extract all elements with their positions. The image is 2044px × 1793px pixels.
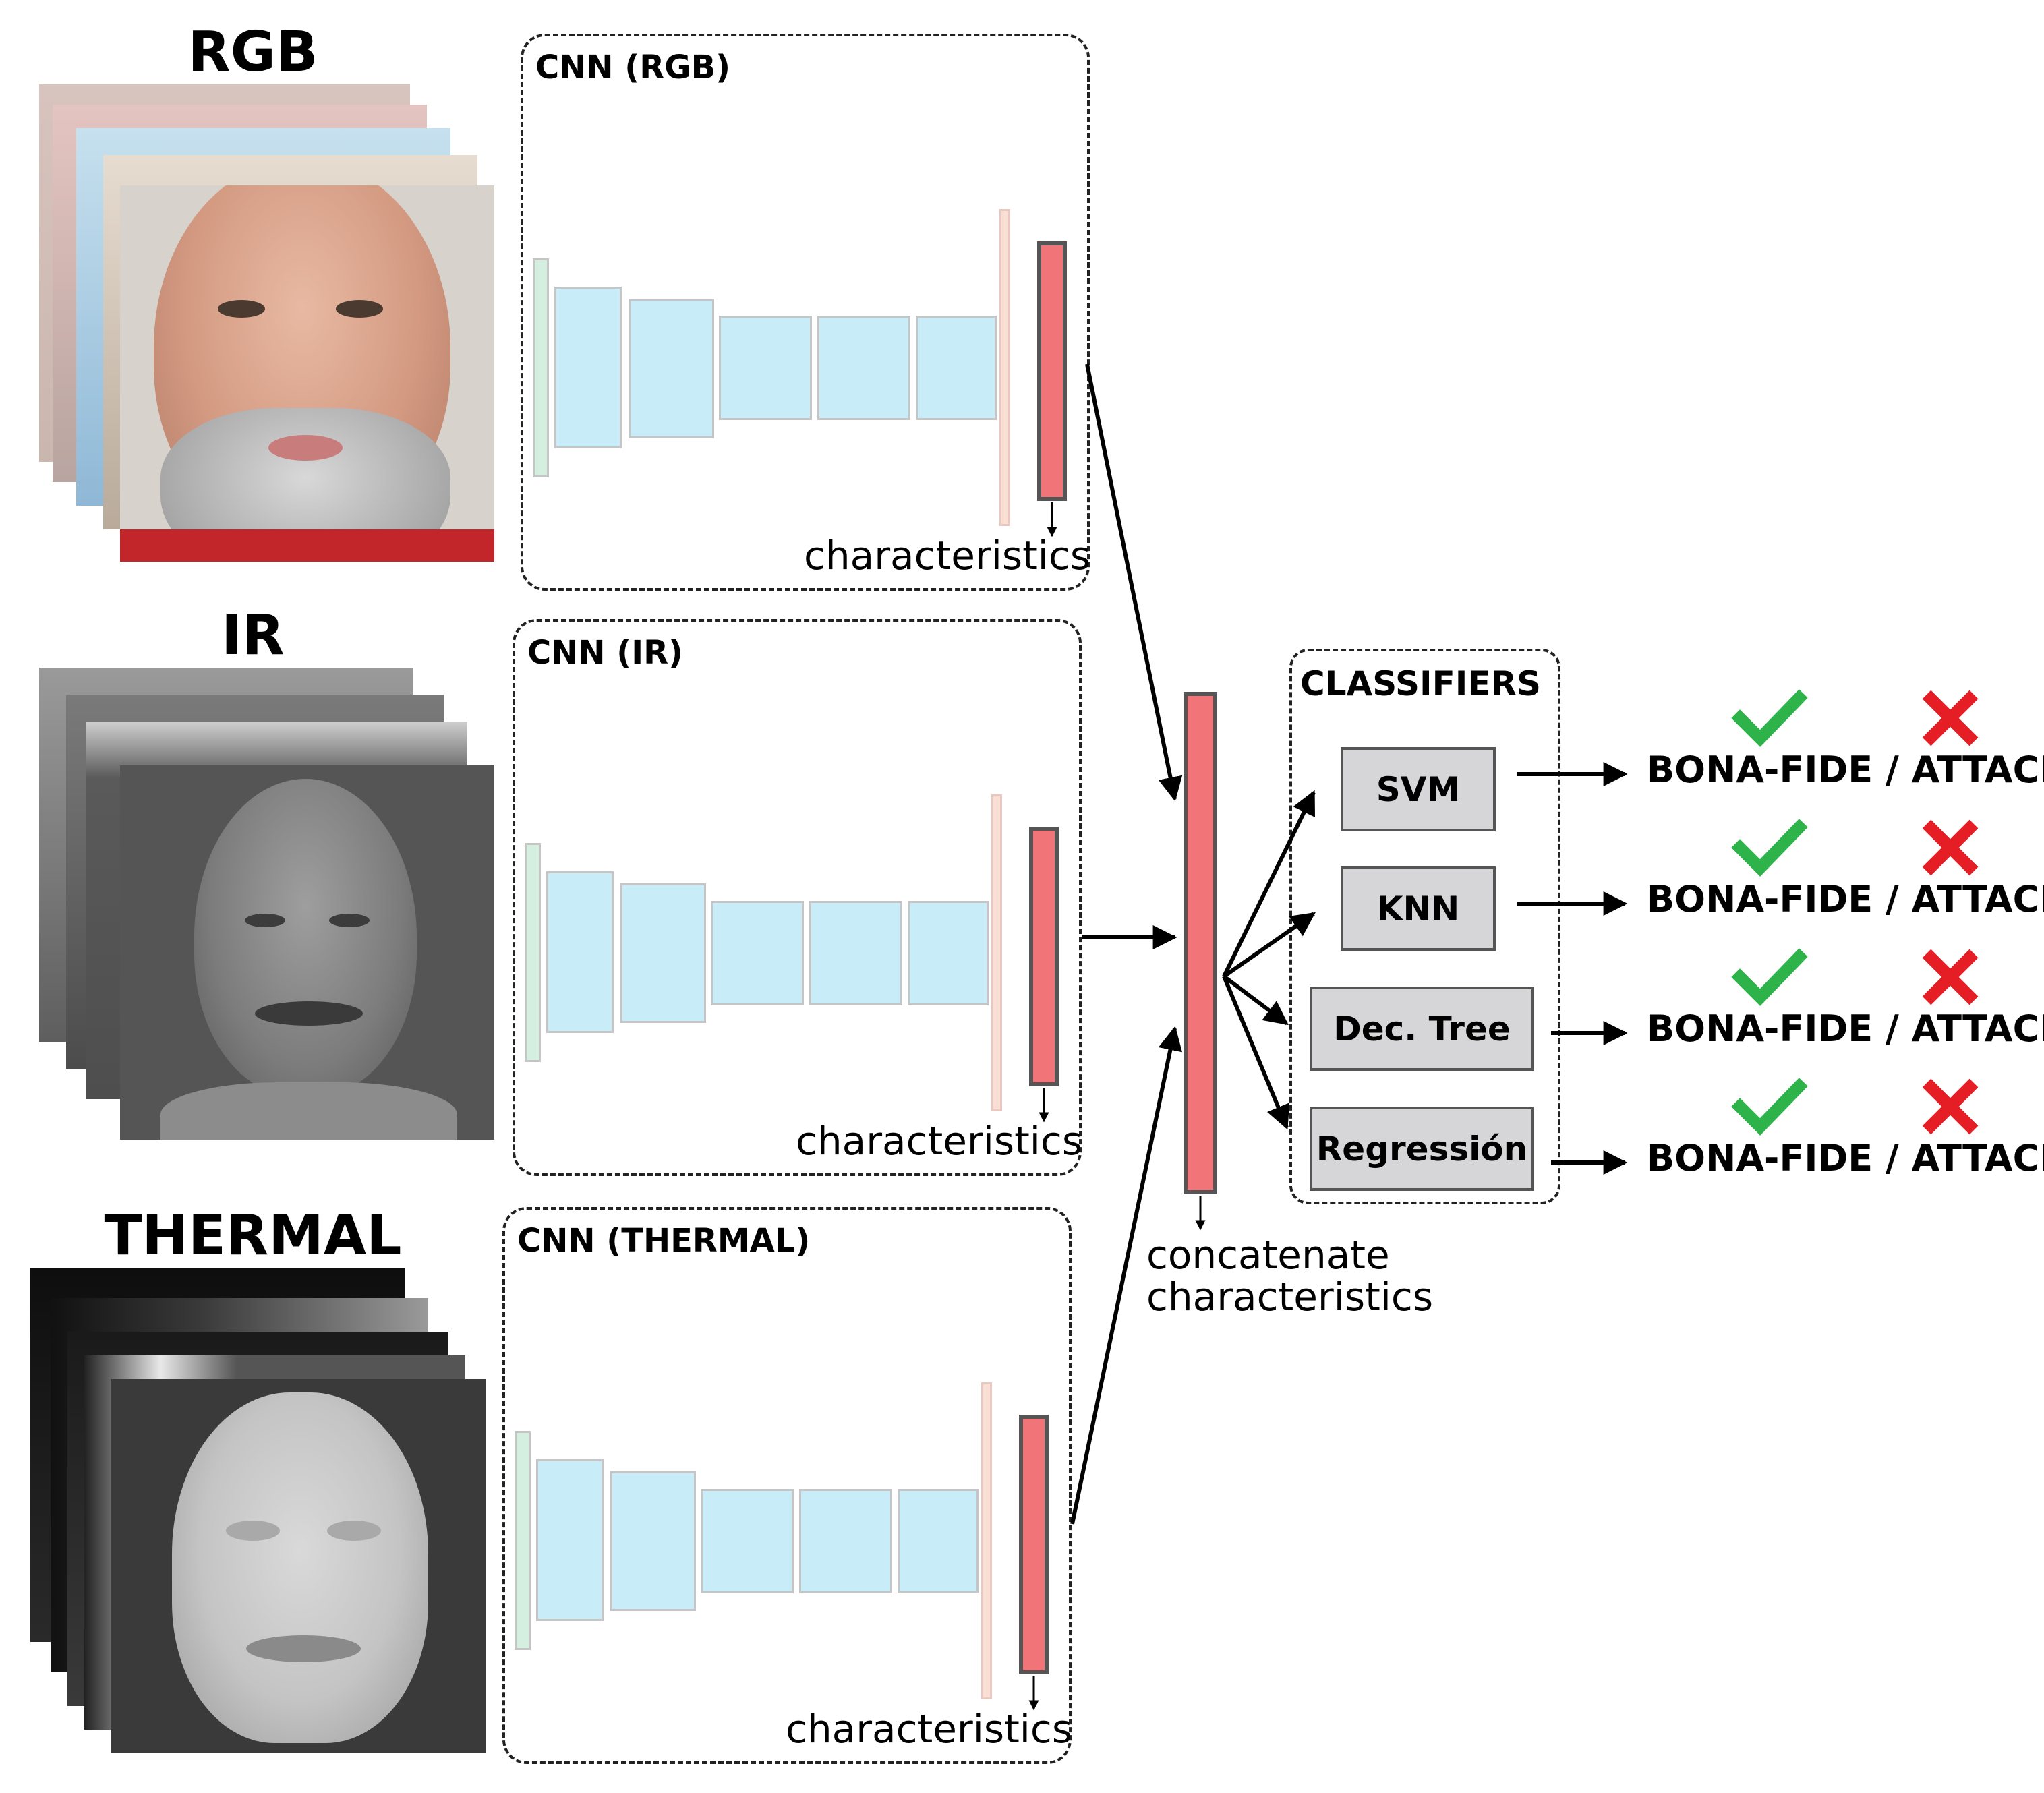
ir-face-image [120,765,494,1140]
cnn-ir-pool-layer [991,794,1002,1111]
cnn-rgb-feature-vector [1037,241,1067,501]
cnn-rgb-input-layer [533,258,549,477]
cnn-thermal-pool-layer [981,1382,992,1699]
modality-title-rgb: RGB [187,20,318,84]
cnn-ir-box: CNN (IR) [513,619,1082,1176]
cross-icon [1922,690,1979,746]
cnn-ir-conv-block [908,901,989,1005]
cnn-ir-conv-block [809,901,902,1005]
cnn-thermal-input-layer [515,1431,531,1650]
output-label-regression: BONA-FIDE / ATTACK [1647,1137,2044,1179]
cnn-thermal-conv-block [799,1489,892,1593]
cnn-ir-conv-block [546,871,614,1033]
modality-title-ir: IR [221,604,285,668]
checkmark-icon [1731,819,1808,877]
arrow-concat-to-regression [1222,975,1290,1130]
concatenate-label: concatenate characteristics [1146,1234,1433,1318]
characteristics-label-ir: characteristics [796,1118,1083,1164]
thermal-face-image [111,1379,486,1753]
cross-icon [1922,819,1979,876]
arrow-concat-to-tree [1223,974,1289,1026]
classifier-regression: Regressión [1310,1107,1534,1191]
cnn-rgb-conv-block [554,287,622,448]
cnn-thermal-feature-vector [1019,1415,1049,1674]
cnn-ir-feature-vector [1029,827,1059,1086]
cnn-ir-input-layer [525,843,541,1062]
cnn-thermal-box: CNN (THERMAL) [502,1207,1072,1764]
classifiers-title: CLASSIFIERS [1300,664,1542,703]
thermal-image-stack [30,1268,502,1753]
cnn-rgb-title: CNN (RGB) [535,49,731,86]
cnn-thermal-title: CNN (THERMAL) [517,1222,811,1260]
cross-icon [1922,949,1979,1005]
checkmark-icon [1731,689,1808,747]
arrow-rgb-to-concat [1085,363,1183,802]
classifier-knn: KNN [1341,866,1496,951]
cnn-thermal-conv-block [898,1489,979,1593]
checkmark-icon [1731,1078,1808,1136]
output-label-decision-tree: BONA-FIDE / ATTACK [1647,1007,2044,1050]
cnn-ir-conv-block [711,901,804,1005]
characteristics-label-thermal: characteristics [786,1706,1073,1752]
cnn-ir-title: CNN (IR) [527,634,683,672]
arrow-concat-to-svm [1222,790,1316,978]
checkmark-icon [1731,948,1808,1006]
concatenate-label-line1: concatenate [1146,1232,1390,1278]
cnn-ir-conv-block [620,883,706,1023]
cnn-rgb-conv-block [719,316,812,420]
cnn-rgb-conv-block [817,316,910,420]
concatenated-feature-vector [1184,692,1217,1194]
cnn-thermal-conv-block [610,1471,696,1611]
ir-image-stack [39,668,511,1153]
characteristics-label-rgb: characteristics [804,533,1091,579]
concatenate-label-line2: characteristics [1146,1274,1434,1320]
output-label-knn: BONA-FIDE / ATTACK [1647,878,2044,920]
cross-icon [1922,1078,1979,1135]
classifier-decision-tree: Dec. Tree [1310,987,1534,1071]
rgb-image-stack [39,84,511,570]
cnn-rgb-conv-block [916,316,997,420]
modality-title-thermal: THERMAL [104,1204,402,1268]
cnn-rgb-conv-block [629,299,714,438]
cnn-rgb-box: CNN (RGB) [521,34,1090,591]
cnn-thermal-conv-block [701,1489,794,1593]
rgb-face-image [120,185,494,562]
cnn-thermal-conv-block [536,1459,604,1621]
arrow-thermal-to-concat [1070,1026,1183,1525]
cnn-rgb-pool-layer [999,209,1010,526]
output-label-svm: BONA-FIDE / ATTACK [1647,748,2044,791]
classifier-svm: SVM [1341,747,1496,831]
arrow-concat-to-knn [1223,912,1316,978]
